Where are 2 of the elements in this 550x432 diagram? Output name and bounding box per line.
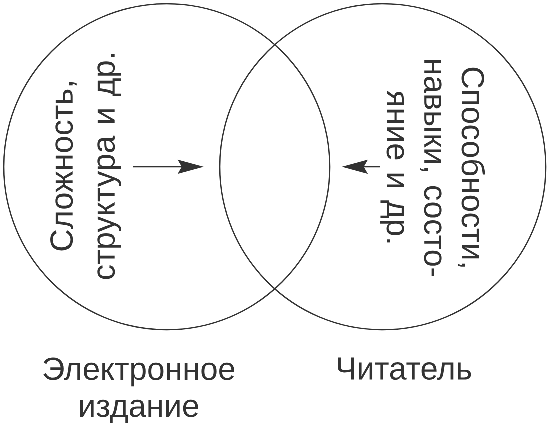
circle-label: Электронное издание	[44, 358, 235, 424]
circle-label: Читатель	[338, 358, 472, 380]
